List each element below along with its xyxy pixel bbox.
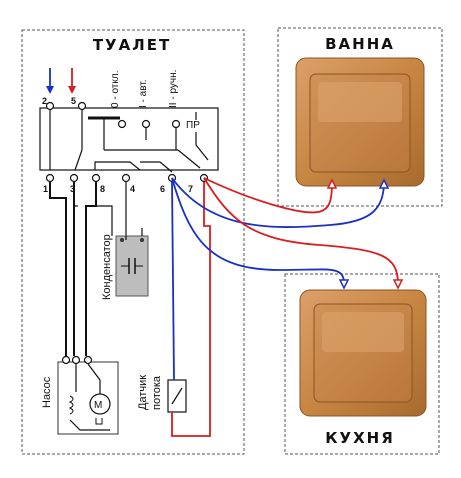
control-switch-block: ПР	[39, 101, 219, 173]
relay-label: ПР	[186, 120, 200, 131]
switch-wiring	[171, 177, 404, 290]
motor-label: M	[94, 400, 102, 411]
terminal-label-8: 8	[100, 184, 105, 194]
toilet-title: ТУАЛЕТ	[93, 36, 171, 54]
pump-wiring	[49, 182, 97, 356]
flow-sensor-label-1: Датчик	[137, 375, 149, 410]
flow-sensor	[167, 379, 187, 413]
terminal-8	[91, 173, 101, 183]
terminal-label-1: 1	[43, 184, 48, 194]
mode-manual-label: II - ручн.	[168, 70, 179, 108]
pump: M	[57, 355, 119, 435]
bath-title: ВАННА	[325, 35, 395, 53]
terminal-label-7: 7	[188, 184, 193, 194]
terminal-4	[121, 173, 131, 183]
bottom-terminals: 1 3 8 4 6 7	[43, 173, 209, 194]
capacitor-label: Конденсатор	[101, 234, 113, 300]
terminal-label-2: 2	[42, 96, 47, 106]
contact-manual	[171, 119, 181, 129]
kitchen-title: КУХНЯ	[325, 429, 395, 447]
contact-auto	[141, 119, 151, 129]
toilet-frame	[21, 29, 245, 455]
terminal-3	[69, 173, 79, 183]
pump-label: Насос	[41, 376, 53, 408]
terminal-label-3: 3	[70, 184, 75, 194]
terminal-2	[45, 101, 55, 111]
input-arrow-blue	[46, 68, 54, 94]
bath-frame	[277, 27, 443, 207]
terminal-label-4: 4	[130, 184, 135, 194]
terminal-1	[45, 173, 55, 183]
mode-off-label: 0 - откл.	[110, 71, 121, 108]
mode-auto-label: I - авт.	[138, 79, 149, 108]
terminal-5	[77, 101, 87, 111]
kitchen-frame	[284, 273, 440, 455]
bath-light-switch[interactable]	[295, 57, 425, 187]
contact-off	[117, 119, 127, 129]
flow-sensor-label-2: потока	[151, 375, 163, 410]
input-arrow-red	[68, 68, 76, 94]
phase-to-sensor	[171, 182, 211, 437]
terminal-label-6: 6	[160, 184, 165, 194]
terminal-label-5: 5	[71, 96, 76, 106]
capacitor	[96, 182, 149, 297]
neutral-to-sensor	[171, 181, 175, 381]
kitchen-light-switch[interactable]	[299, 289, 427, 417]
